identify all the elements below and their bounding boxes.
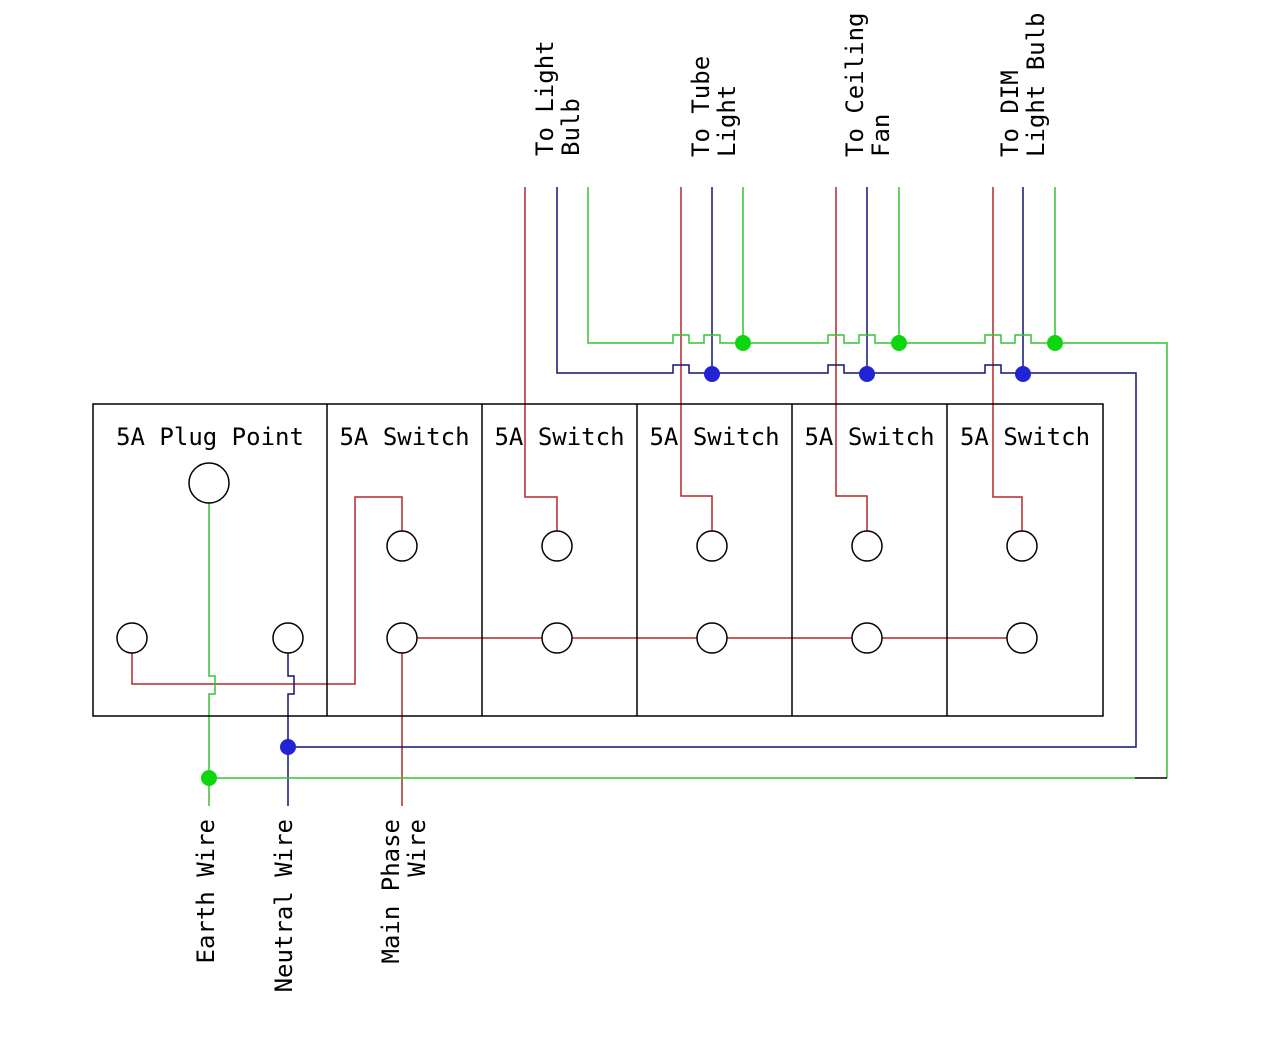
neutral-wire-to-plug xyxy=(287,653,295,806)
compartment-label-switch-3: 5A Switch xyxy=(649,423,780,451)
load-label-line: To Tube xyxy=(687,55,715,157)
supply-label-main-phase-wire: Main Phase Wire xyxy=(377,819,431,969)
supply-label-line: Main Phase xyxy=(377,819,405,964)
switch3-top-terminal xyxy=(696,530,728,562)
load-label-line: To Light xyxy=(531,40,559,156)
neutral-bus xyxy=(288,187,1137,748)
compartment-label-switch-2: 5A Switch xyxy=(494,423,625,451)
neutral-junction-dot xyxy=(704,366,720,382)
phase-feed-light-bulb xyxy=(524,187,558,531)
compartment-label-switch-4: 5A Switch xyxy=(804,423,935,451)
load-label-dim-light-bulb: To DIM Light Bulb xyxy=(996,12,1050,158)
phase-feed-ceiling-fan xyxy=(835,187,868,531)
supply-label-earth-wire: Earth Wire xyxy=(192,819,220,969)
earth-junction-dot xyxy=(1047,335,1063,351)
neutral-junction-dot xyxy=(1015,366,1031,382)
neutral-wires xyxy=(287,187,1137,806)
panel-outline xyxy=(92,403,1167,779)
load-label-ceiling-fan: To Ceiling Fan xyxy=(841,12,895,158)
load-label-light-bulb: To Light Bulb xyxy=(531,40,585,156)
earth-wire-to-plug xyxy=(208,503,216,806)
switch1-top-terminal xyxy=(386,530,418,562)
earth-bus xyxy=(587,187,1168,778)
switch2-top-terminal xyxy=(541,530,573,562)
supply-label-line: Wire xyxy=(403,819,431,877)
switch4-bottom-terminal xyxy=(851,622,883,654)
earth-junction-dot xyxy=(201,770,217,786)
switch5-bottom-terminal xyxy=(1006,622,1038,654)
phase-plug-to-switch1 xyxy=(131,496,403,685)
earth-junction-dot xyxy=(735,335,751,351)
plug-left-terminal xyxy=(116,622,148,654)
terminal-circles xyxy=(116,462,1038,654)
compartment-label-plug-point: 5A Plug Point xyxy=(116,423,304,451)
plug-right-terminal xyxy=(272,622,304,654)
phase-feed-tube-light xyxy=(680,187,713,531)
switch4-top-terminal xyxy=(851,530,883,562)
switch2-bottom-terminal xyxy=(541,622,573,654)
load-label-line: To DIM xyxy=(996,70,1024,157)
supply-label-line: Neutral Wire xyxy=(270,819,298,993)
compartment-label-switch-5: 5A Switch xyxy=(959,423,1091,451)
switch3-bottom-terminal xyxy=(696,622,728,654)
earth-junction-dot xyxy=(891,335,907,351)
plug-top-terminal xyxy=(188,462,230,504)
earth-junction-dots xyxy=(201,335,1063,786)
load-label-line: To Ceiling xyxy=(841,12,869,158)
earth-wires xyxy=(208,187,1168,806)
panel-dividers xyxy=(326,404,948,716)
load-label-line: Fan xyxy=(867,113,895,157)
compartment-label-switch-1: 5A Switch xyxy=(339,423,470,451)
load-label-tube-light: To Tube Light xyxy=(687,55,741,157)
supply-label-neutral-wire: Neutral Wire xyxy=(270,819,298,994)
neutral-junction-dot xyxy=(280,739,296,755)
phase-feed-dim-bulb xyxy=(992,187,1023,531)
load-label-line: Bulb xyxy=(557,98,585,156)
supply-label-line: Earth Wire xyxy=(192,819,220,964)
phase-wires xyxy=(131,187,1023,806)
switch5-top-terminal xyxy=(1006,530,1038,562)
load-label-line: Light xyxy=(713,84,741,157)
load-label-line: Light Bulb xyxy=(1022,12,1050,158)
switch1-bottom-terminal xyxy=(386,622,418,654)
neutral-junction-dots xyxy=(280,366,1031,755)
panel-box xyxy=(92,403,1104,717)
neutral-junction-dot xyxy=(859,366,875,382)
